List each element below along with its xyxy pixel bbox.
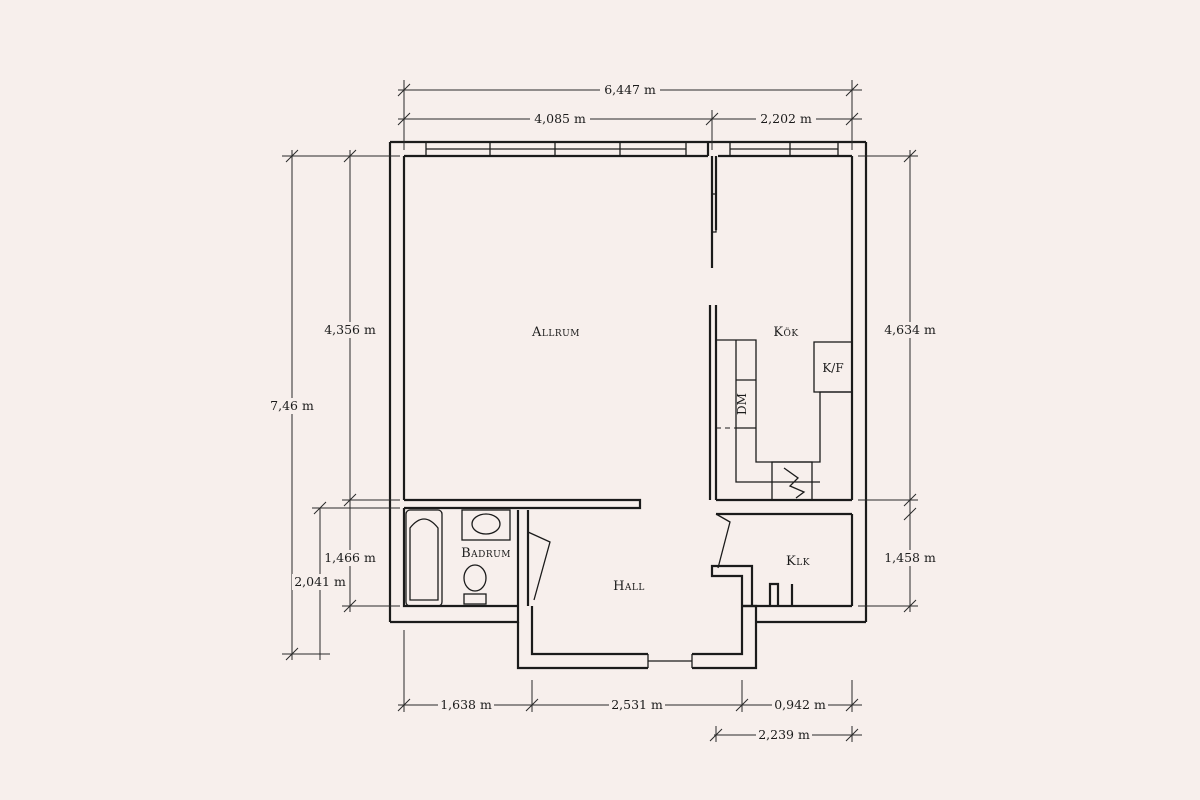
middle-wall xyxy=(404,498,852,516)
front-door xyxy=(647,654,693,668)
kitchen-counter-edge xyxy=(716,427,820,483)
room-label-allrum: Allrum xyxy=(531,325,580,340)
dim-total-height-label: 7,46 m xyxy=(270,398,314,413)
badrum-door xyxy=(527,531,551,601)
fridge-freezer-label: K/F xyxy=(822,361,843,375)
bathroom-fixtures xyxy=(405,509,511,607)
room-label-klk: Klk xyxy=(786,554,810,569)
dim-allrum-width-label: 4,085 m xyxy=(534,111,586,126)
dim-badrum-height-label: 1,466 m xyxy=(324,550,376,565)
room-labels: Allrum Kök Badrum Hall Klk K/F DM xyxy=(461,325,844,594)
sink-basin xyxy=(471,513,501,535)
sliding-door-mark xyxy=(711,193,717,233)
kitchen-fixtures xyxy=(716,339,853,501)
stove xyxy=(771,461,813,501)
klk-door xyxy=(715,513,731,569)
top-windows xyxy=(425,142,839,156)
room-label-kok: Kök xyxy=(773,325,798,340)
stove-symbol xyxy=(783,467,806,499)
dim-allrum-height-label: 4,356 m xyxy=(324,322,376,337)
toilet xyxy=(463,564,487,592)
room-label-hall: Hall xyxy=(613,579,645,594)
bathtub xyxy=(405,509,443,607)
room-label-badrum: Badrum xyxy=(461,546,511,561)
dim-badrum-outer-label: 2,041 m xyxy=(294,574,346,589)
dim-total-width-label: 6,447 m xyxy=(604,82,656,97)
klk-walls xyxy=(742,582,852,608)
dim-klk-outer-label: 2,239 m xyxy=(758,727,810,742)
dim-badrum-width-label: 1,638 m xyxy=(440,697,492,712)
dim-kok-width-label: 2,202 m xyxy=(760,111,812,126)
fridge-freezer xyxy=(813,341,853,393)
sink xyxy=(461,509,511,541)
dimension-lines xyxy=(282,80,918,742)
badrum-walls xyxy=(390,508,530,624)
top-wall xyxy=(388,140,866,622)
dim-kok-height-label: 4,634 m xyxy=(884,322,936,337)
right-wall xyxy=(850,142,868,622)
hall-walls xyxy=(516,564,866,670)
dim-klk-width-label: 0,942 m xyxy=(774,697,826,712)
dim-klk-height-label: 1,458 m xyxy=(884,550,936,565)
walls xyxy=(388,140,868,670)
dim-allrum-width xyxy=(397,110,862,150)
dim-hall-width-label: 2,531 m xyxy=(611,697,663,712)
dishwasher-label: DM xyxy=(735,393,749,415)
bathtub-inner xyxy=(409,518,439,601)
dimension-labels: 6,447 m 4,085 m 2,202 m 7,46 m 4,356 m 1… xyxy=(266,82,938,743)
toilet-tank xyxy=(463,593,487,605)
